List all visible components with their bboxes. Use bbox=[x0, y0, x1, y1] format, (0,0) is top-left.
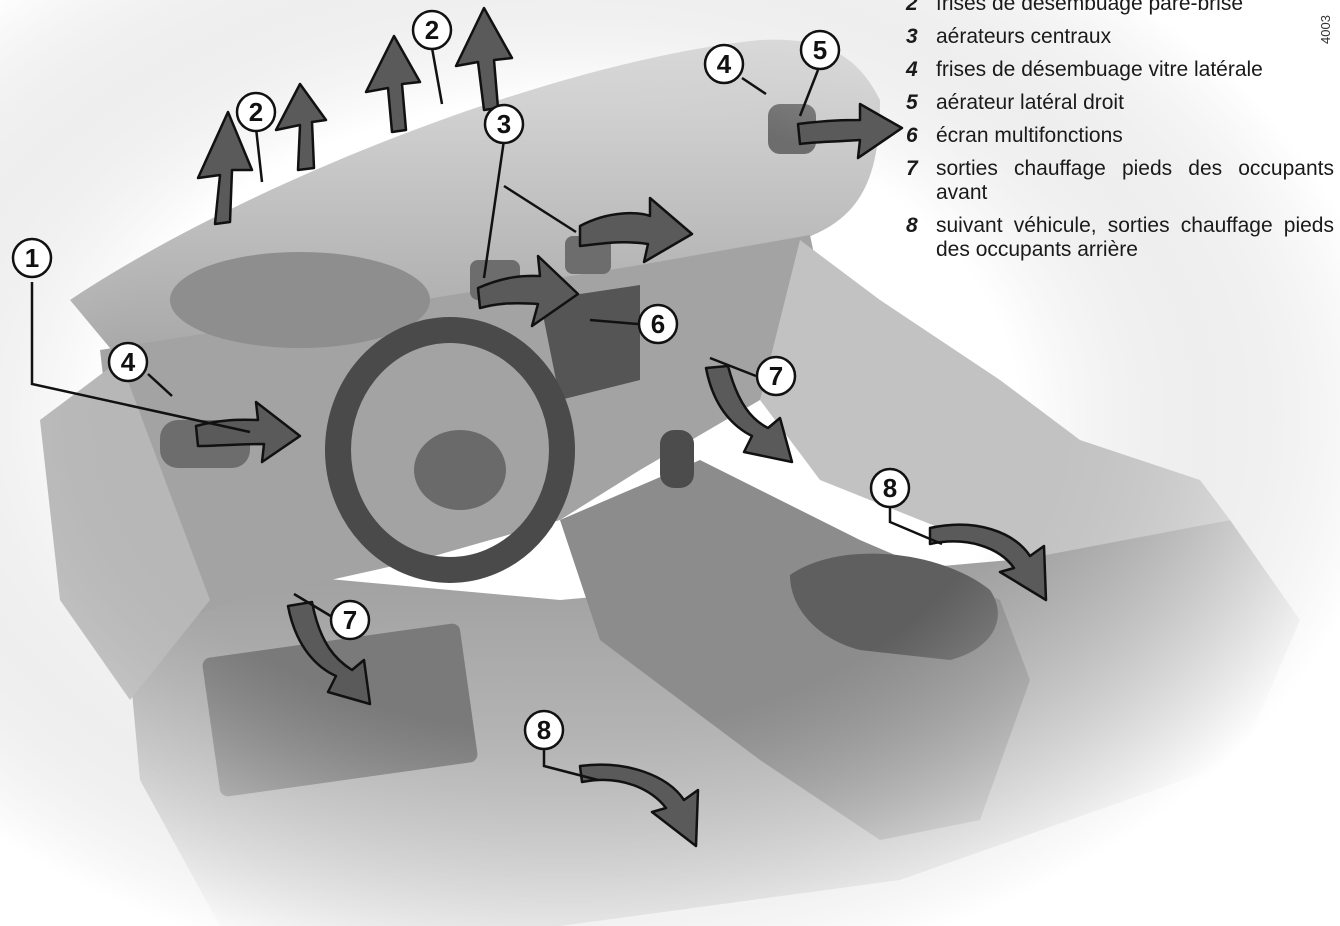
callout-6-label: 6 bbox=[651, 309, 665, 339]
leader-1 bbox=[30, 282, 251, 434]
callout-2a-label: 2 bbox=[249, 97, 263, 127]
callouts: 1 2 2 3 4 4 5 6 7 7 8 8 bbox=[11, 9, 911, 751]
airflow-arrow-center-lower bbox=[476, 254, 580, 328]
callout-2a: 2 bbox=[235, 91, 277, 133]
legend-number: 5 bbox=[906, 91, 918, 114]
legend-text: aérateur latéral droit bbox=[936, 91, 1124, 114]
airflow-arrow-rear-foot-right bbox=[928, 523, 1048, 602]
legend-text: écran multifonctions bbox=[936, 124, 1123, 147]
legend-number: 7 bbox=[906, 157, 918, 180]
callout-2b: 2 bbox=[411, 9, 453, 51]
legend-text: aérateurs centraux bbox=[936, 25, 1112, 48]
airflow-arrows bbox=[194, 6, 1048, 848]
leader-7b bbox=[293, 592, 335, 620]
reference-code: 4003 bbox=[1318, 15, 1333, 44]
legend-number: 2 bbox=[906, 0, 918, 15]
callout-8b: 8 bbox=[523, 709, 565, 751]
callout-7b: 7 bbox=[329, 599, 371, 641]
leader-8b bbox=[542, 750, 599, 782]
airflow-arrow-up-2 bbox=[274, 82, 328, 172]
legend-text: frises de désembuage vitre latérale bbox=[936, 58, 1263, 81]
legend-item: 5 aérateur latéral droit bbox=[906, 91, 1334, 115]
airflow-arrow-up-3 bbox=[364, 34, 422, 134]
callout-1: 1 bbox=[11, 237, 53, 279]
legend-item: 4 frises de désembuage vitre latérale bbox=[906, 58, 1334, 82]
airflow-arrow-front-foot-left bbox=[286, 600, 372, 706]
leader-3-right bbox=[503, 184, 577, 234]
leader-4b bbox=[741, 76, 767, 96]
leader-2a bbox=[254, 127, 264, 183]
callout-4a: 4 bbox=[107, 341, 149, 383]
callout-4b-label: 4 bbox=[717, 49, 732, 79]
callout-8a-label: 8 bbox=[883, 473, 897, 503]
legend-number: 6 bbox=[906, 124, 918, 147]
leader-3-left bbox=[482, 139, 506, 279]
callout-3: 3 bbox=[483, 103, 525, 145]
callout-6: 6 bbox=[637, 303, 679, 345]
legend-text: frises de désembuage pare-brise bbox=[936, 0, 1244, 15]
leader-lines bbox=[30, 47, 943, 782]
airflow-arrow-front-foot-right bbox=[704, 364, 794, 464]
airflow-arrow-center-upper bbox=[578, 196, 694, 264]
legend-number: 4 bbox=[906, 58, 918, 81]
leader-7a bbox=[709, 356, 757, 378]
leader-8a bbox=[888, 504, 943, 546]
leader-6 bbox=[589, 318, 639, 326]
legend-text: suivant véhicule, sorties chauffage pied… bbox=[936, 214, 1334, 261]
airflow-arrow-up-1 bbox=[196, 110, 254, 226]
callout-7a-label: 7 bbox=[769, 361, 783, 391]
callout-2b-label: 2 bbox=[425, 15, 439, 45]
callout-7a: 7 bbox=[755, 355, 797, 397]
callout-8a: 8 bbox=[869, 467, 911, 509]
callout-3-label: 3 bbox=[497, 109, 511, 139]
legend: 2 frises de désembuage pare-brise 3 aérate… bbox=[906, 0, 1334, 271]
legend-item: 7 sorties chauffage pieds des occupants a… bbox=[906, 157, 1334, 205]
callout-8b-label: 8 bbox=[537, 715, 551, 745]
legend-item: 3 aérateurs centraux bbox=[906, 25, 1334, 49]
legend-number: 8 bbox=[906, 214, 918, 237]
callout-1-label: 1 bbox=[25, 243, 39, 273]
legend-item: 8 suivant véhicule, sorties chauffage pie… bbox=[906, 214, 1334, 262]
callout-5: 5 bbox=[799, 29, 841, 71]
leader-2b bbox=[430, 47, 444, 105]
legend-item: 2 frises de désembuage pare-brise bbox=[906, 0, 1334, 16]
legend-number: 3 bbox=[906, 25, 918, 48]
callout-4a-label: 4 bbox=[121, 347, 136, 377]
leader-5 bbox=[798, 69, 820, 117]
legend-item: 6 écran multifonctions bbox=[906, 124, 1334, 148]
leader-4a bbox=[147, 373, 173, 397]
airflow-arrow-right-vent bbox=[796, 102, 904, 160]
airflow-arrow-rear-foot-center bbox=[578, 763, 700, 848]
callout-5-label: 5 bbox=[813, 35, 827, 65]
airflow-arrow-up-4 bbox=[454, 6, 514, 112]
callout-7b-label: 7 bbox=[343, 605, 357, 635]
legend-text: sorties chauffage pieds des occupants av… bbox=[936, 157, 1334, 204]
callout-4b: 4 bbox=[703, 43, 745, 85]
